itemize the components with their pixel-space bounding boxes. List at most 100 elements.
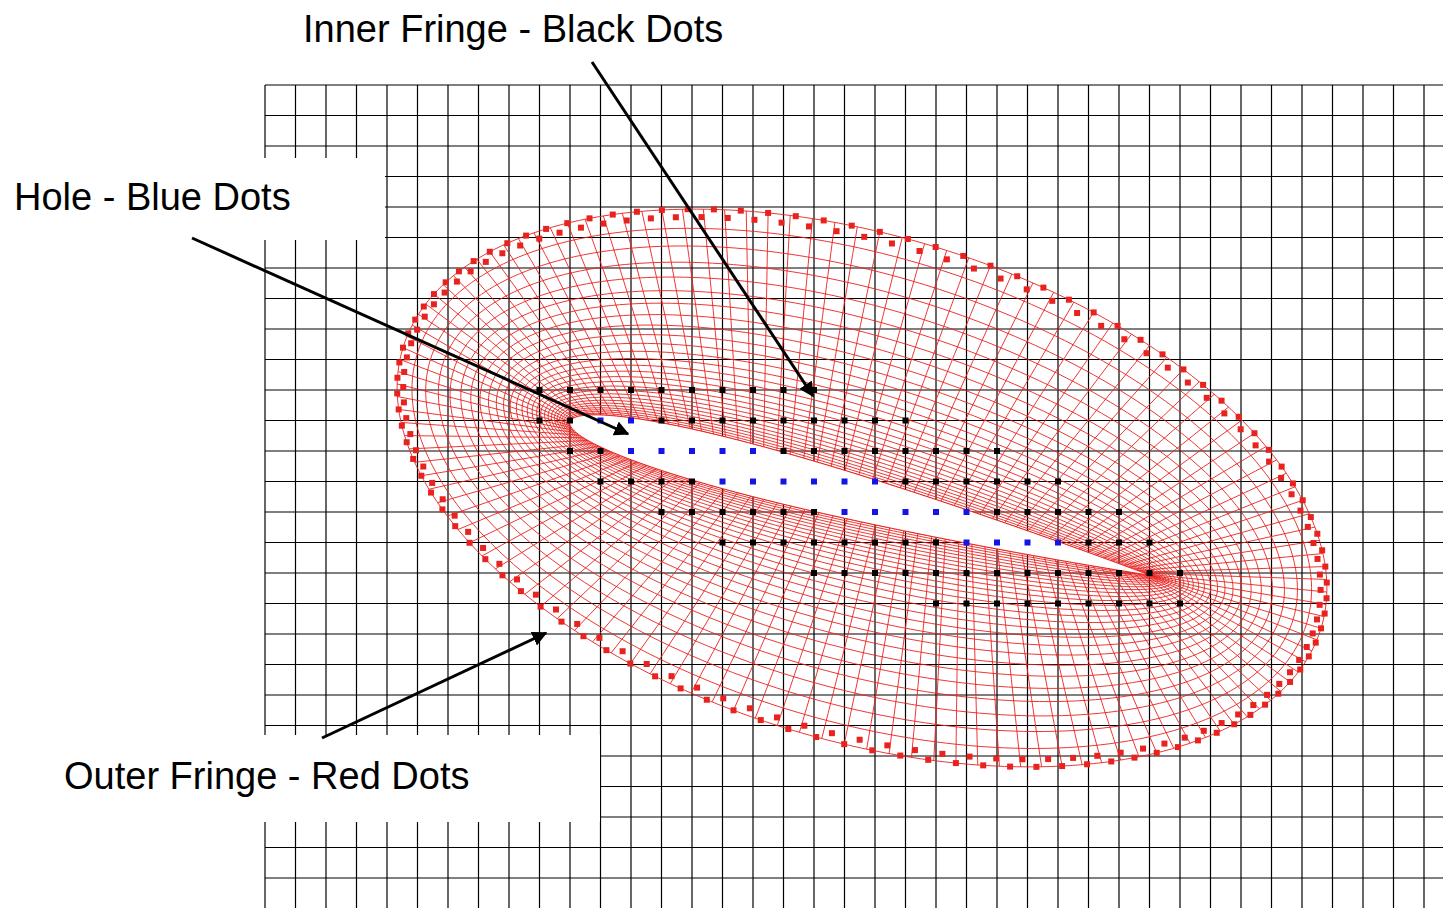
grid-line xyxy=(1147,575,1306,662)
grid-line xyxy=(265,725,1443,726)
grid-line xyxy=(537,382,1184,601)
label-patch xyxy=(0,158,385,240)
outer-fringe-dot xyxy=(1289,491,1295,497)
grid-line xyxy=(985,547,1000,767)
outer-fringe-dot xyxy=(967,754,973,760)
inner-fringe-dot xyxy=(1025,570,1031,576)
outer-fringe-dot xyxy=(1287,669,1293,675)
grid-line xyxy=(532,377,1188,606)
inner-fringe-dot xyxy=(720,540,726,546)
outer-fringe-dot xyxy=(1290,480,1296,486)
outer-fringe-dot xyxy=(1235,711,1241,717)
outer-fringe-dot xyxy=(557,230,563,236)
outer-fringe-dot xyxy=(1182,735,1188,741)
label-backgrounds xyxy=(0,158,600,822)
outer-fringe-dot xyxy=(1066,297,1072,303)
outer-fringe-dot xyxy=(1278,475,1284,481)
grid-line xyxy=(443,285,585,416)
grid-line xyxy=(477,259,601,415)
grid-line xyxy=(966,85,967,908)
inner-fringe-dot xyxy=(750,418,756,424)
grid-line xyxy=(1145,574,1299,672)
grid-line xyxy=(956,542,959,763)
grid-line xyxy=(401,422,579,435)
outer-fringe-dot xyxy=(1059,763,1065,769)
inner-fringe-dot xyxy=(994,509,1000,515)
hole-dot xyxy=(781,479,787,485)
outer-fringe-dot xyxy=(1165,365,1171,371)
grid-line xyxy=(1118,85,1119,908)
grid-line xyxy=(265,389,1443,390)
outer-fringe-dot xyxy=(452,523,458,529)
outer-fringe-dot xyxy=(533,592,539,598)
outer-fringe-dot xyxy=(1219,398,1225,404)
outer-fringe-dot xyxy=(480,545,486,551)
inner-fringe-dot xyxy=(1177,570,1183,576)
grid-line xyxy=(398,372,570,426)
grid-line xyxy=(550,228,639,419)
outer-fringe-dot xyxy=(587,215,593,221)
inner-fringe-dot xyxy=(903,418,909,424)
grid-line xyxy=(900,266,990,488)
outer-fringe-dot xyxy=(452,513,458,519)
outer-fringe-dot xyxy=(578,225,584,231)
inner-fringe-dot xyxy=(842,448,848,454)
grid-line xyxy=(575,486,713,631)
outer-fringe-dot xyxy=(944,256,950,262)
grid-line xyxy=(662,210,702,431)
grid-line xyxy=(434,294,581,416)
outer-fringe-dot xyxy=(669,673,675,679)
grid-line xyxy=(450,277,1272,702)
inner-fringe-dot xyxy=(994,448,1000,454)
inner-fringe-dot xyxy=(628,387,634,393)
hole-dot xyxy=(842,479,848,485)
hole-dot xyxy=(964,509,970,515)
inner-fringe-dot xyxy=(781,448,787,454)
inner-fringe-dot xyxy=(842,540,848,546)
inner-fringe-dot xyxy=(1025,601,1031,607)
grid-line xyxy=(927,283,1032,497)
outer-fringe-dot xyxy=(725,215,731,221)
grid-line xyxy=(1142,567,1325,573)
outer-fringe-dot xyxy=(993,755,999,761)
inner-fringe-dot xyxy=(750,509,756,515)
outer-fringe-dot xyxy=(648,215,654,221)
grid-line xyxy=(734,513,819,711)
outer-fringe-dot xyxy=(396,359,402,365)
outer-fringe-dot xyxy=(1007,764,1013,770)
outer-fringe-dot xyxy=(412,317,418,323)
grid-line xyxy=(777,519,847,726)
inner-fringe-dot xyxy=(781,418,787,424)
outer-fringe-dot xyxy=(564,220,570,226)
outer-fringe-dot xyxy=(779,220,785,226)
inner-fringe-dot xyxy=(567,418,573,424)
grid-line xyxy=(1022,553,1062,766)
outer-fringe-dot xyxy=(482,556,488,562)
outer-fringe-dot xyxy=(980,762,986,768)
inner-fringe-dot xyxy=(598,387,604,393)
outer-fringe-dot xyxy=(1045,756,1051,762)
outer-fringe-dot xyxy=(422,314,428,320)
inner-fringe-dot xyxy=(567,448,573,454)
outer-fringe-dot xyxy=(897,753,903,759)
inner-fringe-dot xyxy=(750,387,756,393)
outer-fringe-dot xyxy=(1287,679,1293,685)
hole-dot xyxy=(750,448,756,454)
outer-fringe-dot xyxy=(1264,692,1270,698)
outer-fringe-dot xyxy=(998,276,1004,282)
outer-fringe-dot xyxy=(1180,366,1186,372)
grid-line xyxy=(1423,85,1424,908)
hole-dot xyxy=(994,540,1000,546)
inner-fringe-dot xyxy=(689,418,695,424)
outer-fringe-dot xyxy=(1253,442,1259,448)
grid-line xyxy=(415,443,594,462)
inner-fringe-dot xyxy=(628,479,634,485)
grid-line xyxy=(557,482,700,618)
inner-fringe-dot xyxy=(811,418,817,424)
grid-line xyxy=(1149,575,1312,651)
inner-fringe-dot xyxy=(933,479,939,485)
hole-dot xyxy=(628,448,634,454)
outer-fringe-dot xyxy=(1238,426,1244,432)
outer-fringe-dot xyxy=(652,673,658,679)
inner-fringe-dot xyxy=(1147,601,1153,607)
